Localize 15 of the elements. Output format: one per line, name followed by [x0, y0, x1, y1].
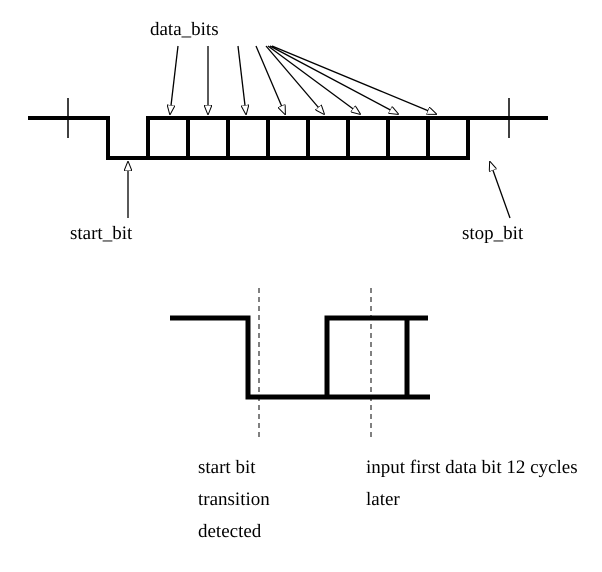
leader-arrow [272, 45, 438, 115]
leader-arrow [166, 46, 179, 116]
leader-arrow [124, 160, 132, 218]
signal-label: stop_bit [462, 220, 524, 248]
signal-label: data_bits [150, 16, 219, 44]
leader-arrow [204, 46, 212, 116]
leader-arrow [488, 160, 511, 218]
annotation-text: input first data bit 12 cycles later [366, 456, 579, 512]
leader-arrow [237, 46, 250, 116]
leader-arrow [270, 45, 400, 115]
leader-arrow [266, 46, 326, 116]
leader-arrow [268, 45, 362, 116]
annotation-text: start bit transition detected [198, 456, 271, 544]
signal-label: start_bit [70, 220, 132, 248]
leader-arrow [255, 46, 286, 116]
